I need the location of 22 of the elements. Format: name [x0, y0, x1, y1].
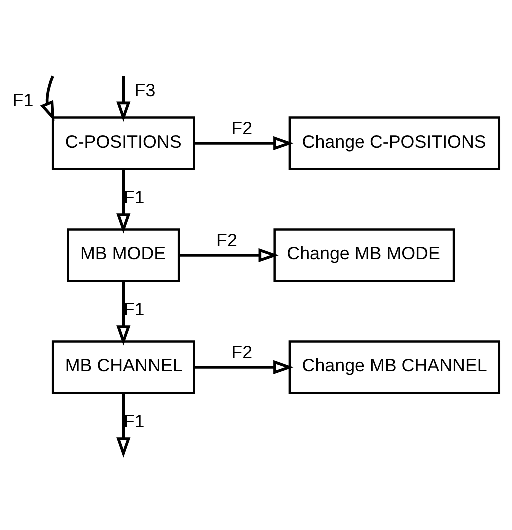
arrow [116, 282, 131, 346]
node-box: Change MB MODE [274, 228, 456, 282]
edge-label: F1 [124, 412, 145, 432]
node-box: Change C-POSITIONS [288, 116, 500, 170]
node-box: MB MODE [67, 228, 180, 282]
node-box: C-POSITIONS [52, 116, 196, 170]
edge-label: F1 [12, 90, 34, 111]
node-box: Change MB CHANNEL [288, 340, 500, 394]
edge-label: F2 [232, 118, 253, 138]
edge-label: F2 [216, 230, 238, 250]
arrow [116, 76, 131, 122]
edge-label: F2 [232, 342, 253, 362]
arrow [179, 248, 279, 263]
edge-label: F1 [124, 300, 145, 320]
arrow [116, 170, 131, 234]
arrow [40, 76, 55, 122]
arrow [194, 136, 294, 151]
node-box: MB CHANNEL [52, 340, 196, 394]
edge-label: F1 [124, 188, 145, 208]
arrow [116, 394, 131, 458]
edge-label: F3 [134, 80, 156, 100]
arrow [194, 360, 294, 375]
